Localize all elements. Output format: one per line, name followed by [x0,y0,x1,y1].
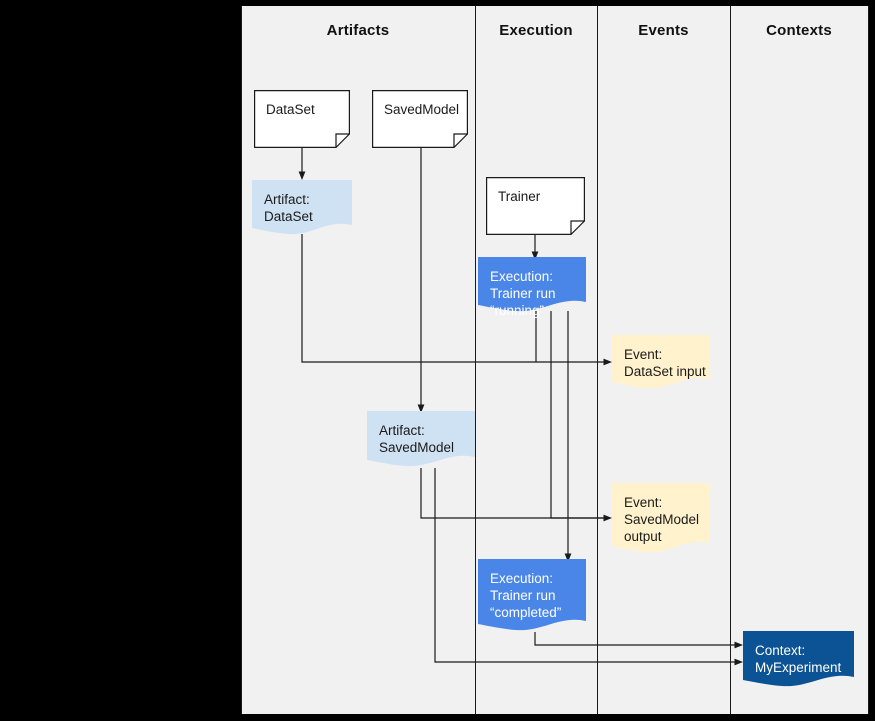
node-dataset-type[interactable]: DataSet [254,90,350,148]
node-trainer-type-label: Trainer [498,189,541,204]
lane-divider-execution [597,6,598,714]
node-event-savedmodel-output-label: Event: SavedModel output [624,495,700,544]
node-artifact-dataset[interactable]: Artifact: DataSet [252,180,352,236]
lane-header-events: Events [638,22,689,39]
node-context-myexperiment-label: Context: MyExperiment [755,643,842,675]
lane-header-artifacts: Artifacts [326,22,390,39]
lane-header-execution: Execution [499,22,573,39]
node-event-savedmodel-output[interactable]: Event: SavedModel output [612,483,710,555]
node-execution-running-label: Execution: Trainer run “running” [490,269,556,318]
node-trainer-type[interactable]: Trainer [486,177,585,235]
node-execution-completed[interactable]: Execution: Trainer run “completed” [478,559,586,633]
node-savedmodel-type-label: SavedModel [384,102,460,117]
node-execution-completed-label: Execution: Trainer run “completed” [490,571,562,620]
lane-divider-right [868,6,869,714]
node-dataset-type-label: DataSet [266,102,315,117]
lane-divider-left [241,6,242,714]
node-event-dataset-input-label: Event: DataSet input [624,347,706,379]
node-savedmodel-type[interactable]: SavedModel [372,90,468,148]
node-artifact-savedmodel[interactable]: Artifact: SavedModel [367,411,475,469]
lane-header-contexts: Contexts [766,22,832,39]
lane-divider-artifacts [475,6,476,714]
lane-divider-events [730,6,731,714]
node-artifact-dataset-label: Artifact: DataSet [264,192,313,224]
swimlane-plate: Artifacts Execution Events Contexts [241,6,869,714]
node-context-myexperiment[interactable]: Context: MyExperiment [743,631,854,689]
node-event-dataset-input[interactable]: Event: DataSet input [612,335,710,390]
node-execution-running[interactable]: Execution: Trainer run “running” [478,257,586,318]
node-artifact-savedmodel-label: Artifact: SavedModel [379,423,455,455]
